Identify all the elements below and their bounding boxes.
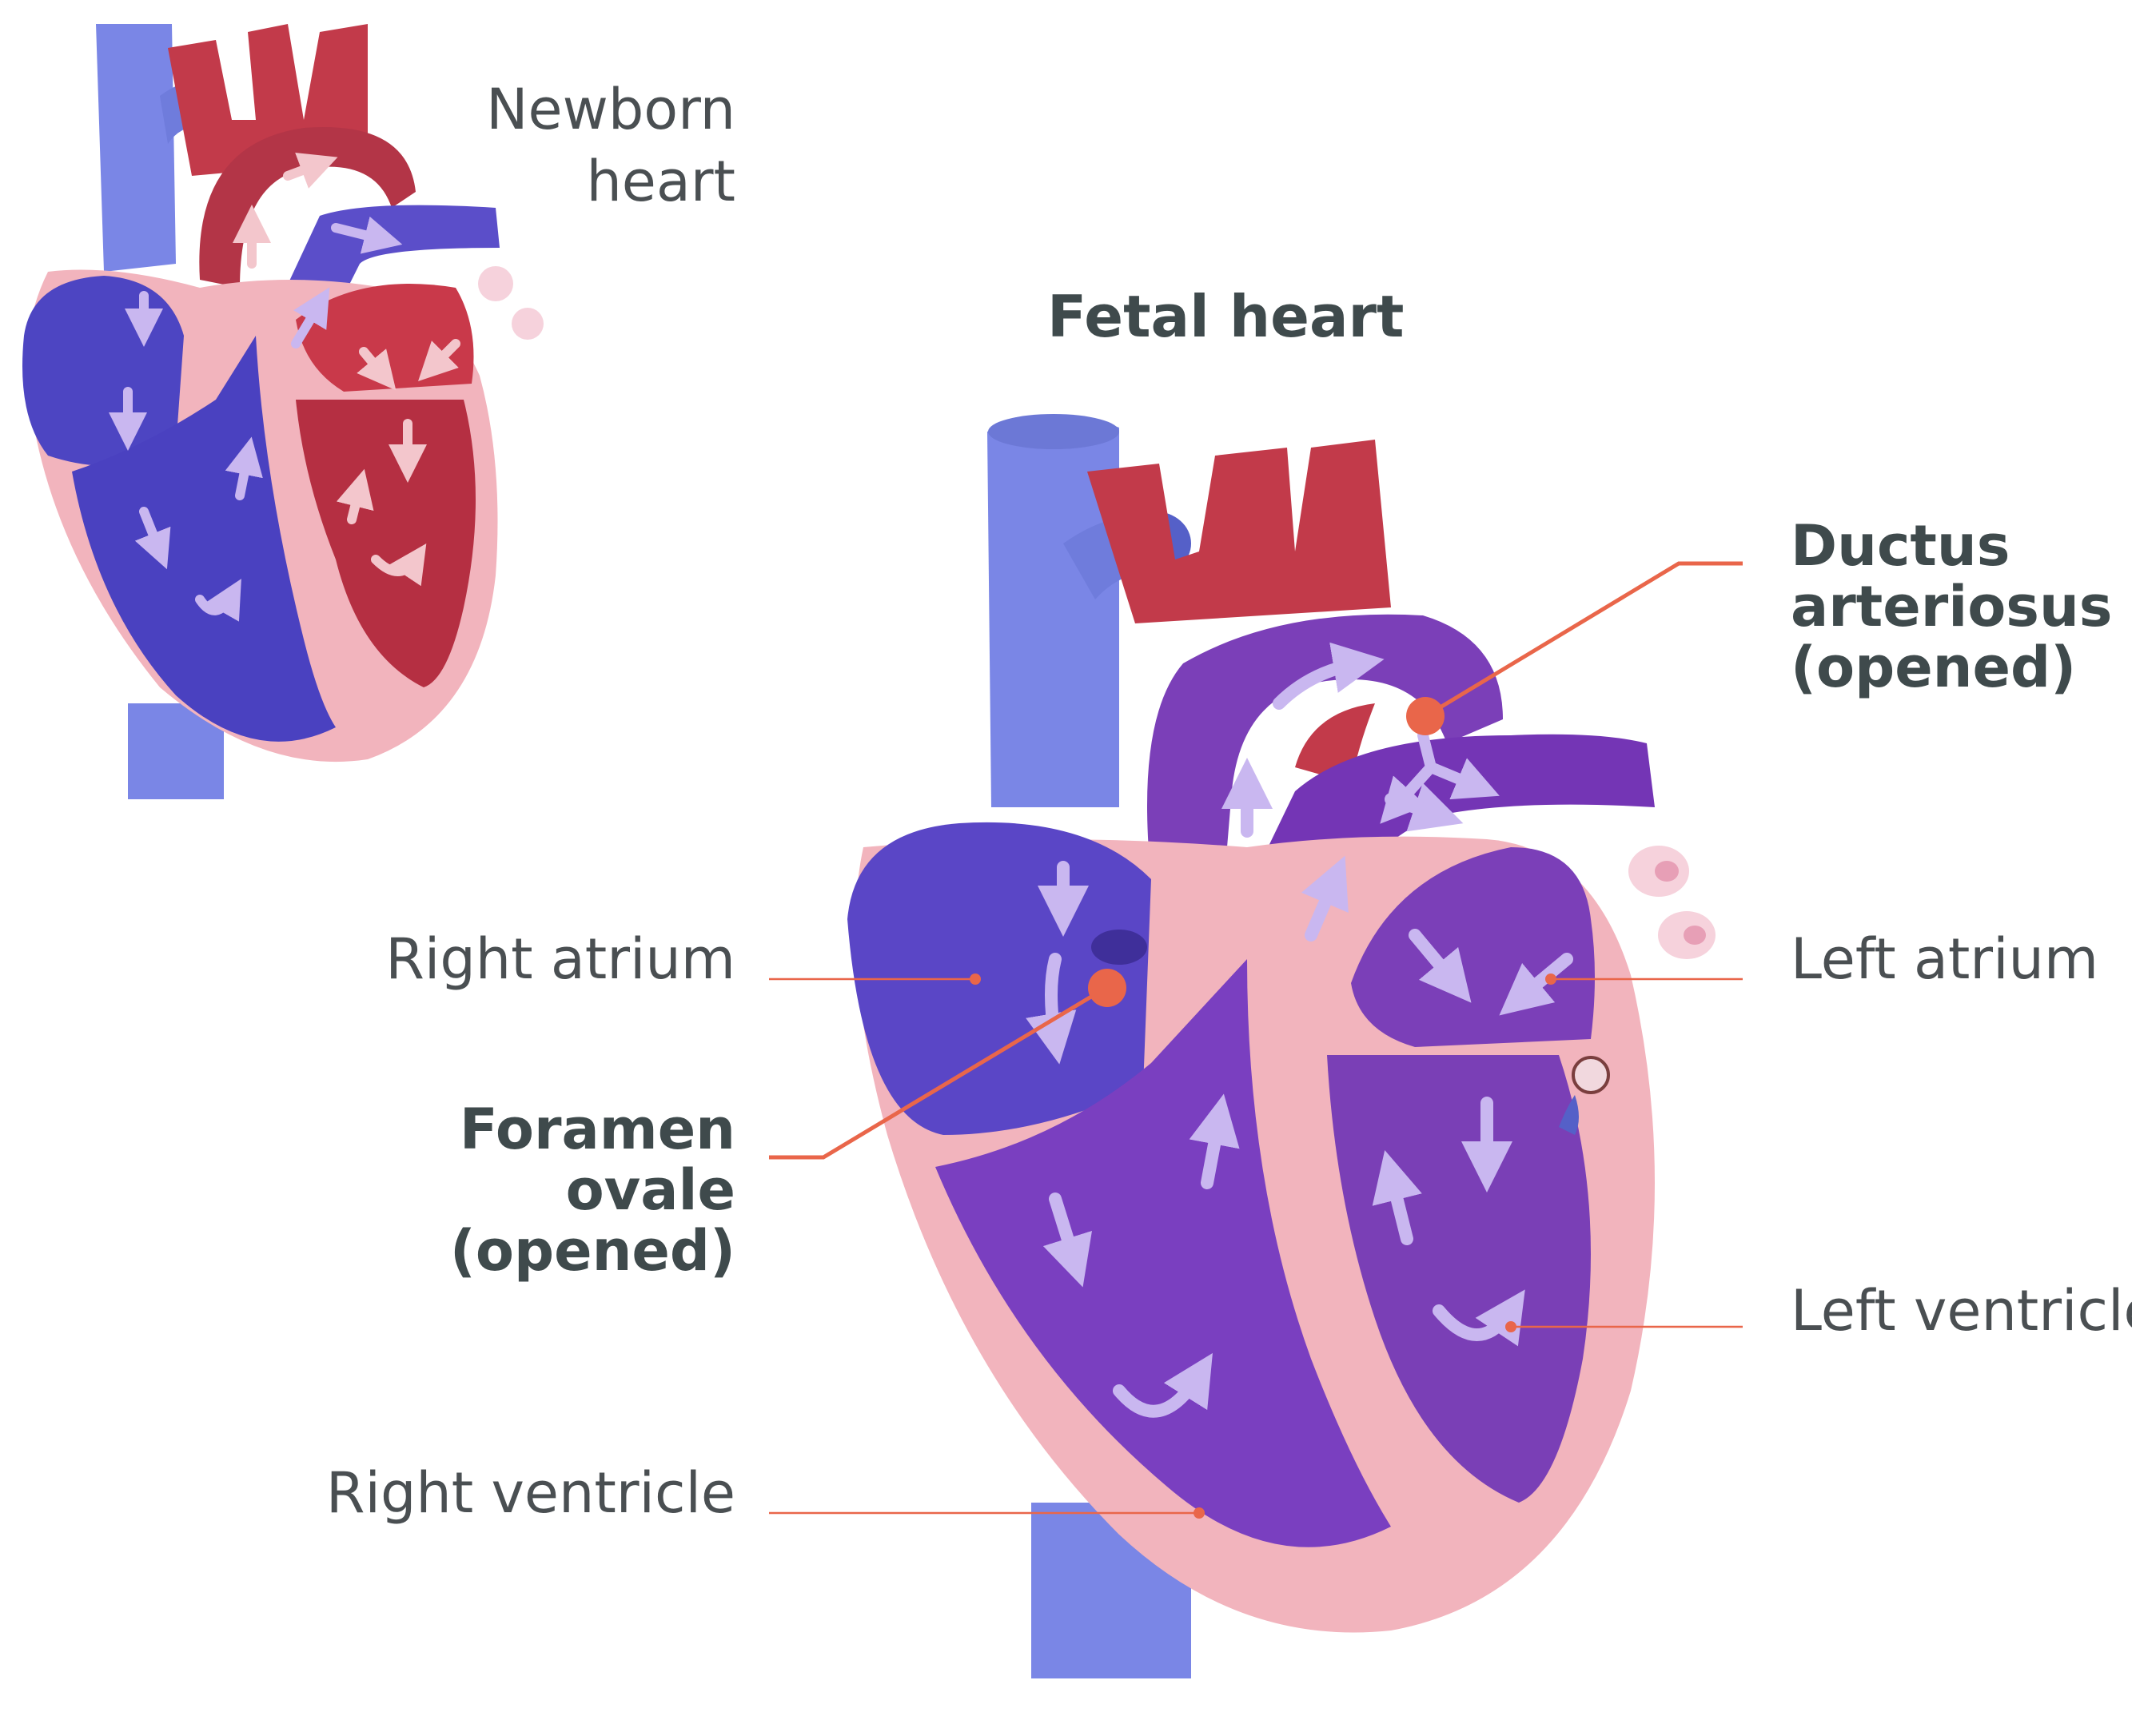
left-atrium-label: Left atrium	[1791, 926, 2099, 992]
newborn-vena-cava	[96, 24, 176, 272]
newborn-right-ventricle	[72, 336, 336, 742]
right-ventricle-label: Right ventricle	[325, 1460, 735, 1526]
newborn-heart-label-line2: heart	[586, 149, 735, 214]
callout-lines	[769, 561, 1743, 1519]
newborn-heart-label: Newborn heart	[256, 74, 735, 217]
fetal-aortic-arch	[1147, 614, 1503, 895]
foramen-callout-line	[769, 985, 1109, 1160]
ductus-arteriosus-label: Ductus arteriosus (opened)	[1791, 513, 2113, 700]
ductus-callout-line	[1425, 561, 1743, 718]
fetal-vena-cava	[987, 416, 1119, 807]
foramen-callout-dot	[1088, 969, 1126, 1007]
fetal-right-ventricle	[935, 959, 1391, 1547]
fetal-pulmonary-artery	[1183, 734, 1655, 1071]
foramen-ovale-label: Foramen ovale (opened)	[449, 1097, 735, 1284]
left-ventricle-label: Left ventricle	[1791, 1278, 2132, 1344]
fetal-aortic-branches	[1087, 440, 1391, 623]
newborn-aortic-arch	[199, 127, 416, 288]
fetal-heart-illustration	[847, 414, 1716, 1678]
newborn-heart-label-line1: Newborn	[486, 77, 735, 142]
newborn-heart-illustration	[22, 24, 544, 799]
ductus-callout-dot	[1406, 697, 1445, 735]
fetal-heart-title: Fetal heart	[1047, 283, 1405, 350]
right-atrium-label: Right atrium	[385, 926, 735, 992]
